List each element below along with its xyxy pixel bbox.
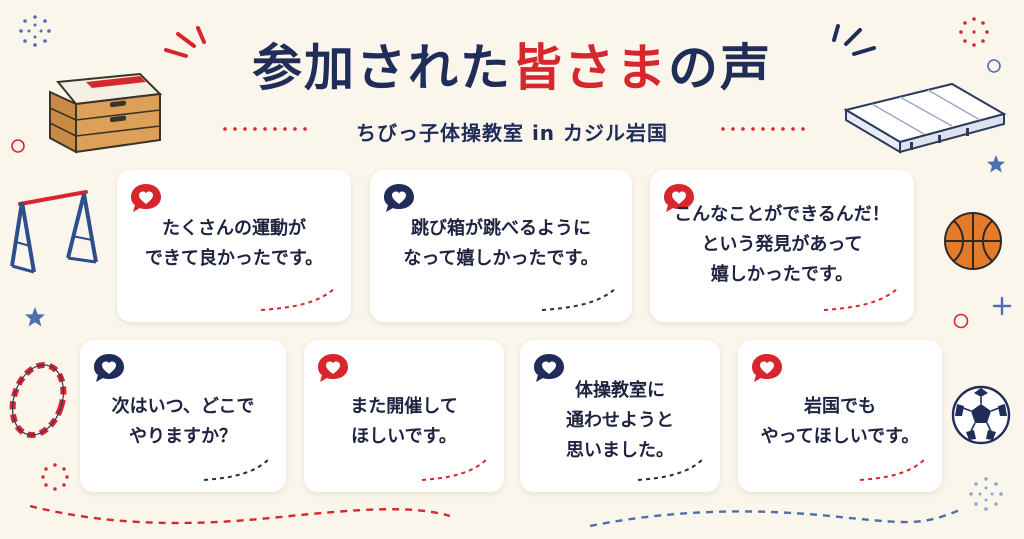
dot-burst-bottom-right: [969, 477, 1003, 511]
testimonial-card: また開催してほしいです。: [304, 340, 504, 492]
testimonial-line: また開催して: [350, 396, 458, 417]
hula-hoop-icon: [9, 361, 67, 439]
testimonial-card: たくさんの運動ができて良かったです。: [117, 170, 351, 322]
dashed-tail: [541, 287, 617, 311]
heart-bubble-icon: [94, 354, 124, 382]
subtitle-dots-left: [220, 127, 310, 131]
star-icon: [25, 307, 45, 327]
testimonial-text: こんなことができるんだ！ という発見があって嬉しかったです。: [650, 200, 914, 290]
testimonial-line: 通わせようと: [566, 410, 674, 431]
testimonial-text: 次はいつ、どこでやりますか？: [80, 392, 286, 452]
title-part-3: の声: [668, 39, 772, 97]
plus-icon: [992, 296, 1012, 316]
dot-burst-bottom-left: [41, 463, 69, 491]
dot-burst-top-right: [959, 17, 989, 47]
ring-icon: [987, 59, 1001, 73]
page-title: 参加された皆さまの声: [0, 28, 1024, 100]
testimonial-card: 岩国でもやってほしいです。: [738, 340, 942, 492]
heart-bubble-icon: [534, 354, 564, 382]
star-icon: [987, 155, 1005, 173]
testimonial-line: 思いました。: [566, 440, 674, 461]
subtitle-dots-right: [718, 127, 808, 131]
accent-strokes-left: [164, 26, 206, 58]
dashed-tail: [823, 287, 899, 311]
ring-icon: [953, 313, 969, 329]
dot-burst-top-left: [19, 15, 51, 47]
testimonial-text: 岩国でもやってほしいです。: [738, 392, 942, 452]
heart-bubble-icon: [131, 184, 161, 212]
basketball-icon: [944, 212, 1002, 270]
heart-bubble-icon: [384, 184, 414, 212]
title-part-2: 皆さま: [512, 39, 668, 97]
testimonial-card: 次はいつ、どこでやりますか？: [80, 340, 286, 492]
horizontal-bar-icon: [10, 190, 98, 274]
heart-bubble-icon: [664, 184, 694, 212]
testimonial-line: やりますか？: [129, 426, 237, 447]
testimonial-text: 体操教室に通わせようと思いました。: [520, 376, 720, 466]
soccer-ball-icon: [951, 385, 1011, 445]
testimonial-line: やってほしいです。: [760, 426, 920, 447]
testimonial-line: 体操教室に: [575, 380, 665, 401]
vaulting-box-icon: [49, 72, 163, 154]
testimonial-line: こんなことができるんだ！: [674, 204, 890, 225]
ring-icon: [11, 139, 25, 153]
testimonial-line: 跳び箱が跳べるように: [411, 218, 591, 239]
dashed-tail: [637, 457, 705, 481]
accent-strokes-right: [832, 24, 876, 56]
wavy-dash-left: [30, 504, 450, 525]
dashed-tail: [203, 457, 271, 481]
testimonial-line: 嬉しかったです。: [710, 264, 854, 285]
testimonial-text: 跳び箱が跳べるようになって嬉しかったです。: [370, 214, 632, 274]
testimonial-card: 跳び箱が跳べるようになって嬉しかったです。: [370, 170, 632, 322]
wavy-dash-right: [590, 508, 960, 528]
gym-mat-icon: [843, 82, 1007, 154]
title-part-1: 参加された: [252, 39, 512, 97]
testimonial-line: たくさんの運動が: [162, 218, 306, 239]
testimonial-card: 体操教室に通わせようと思いました。: [520, 340, 720, 492]
dashed-tail: [859, 457, 927, 481]
subtitle: ちびっ子体操教室 in カジル岩国: [355, 121, 669, 145]
testimonial-line: という発見があって: [701, 234, 863, 255]
testimonial-line: 岩国でも: [804, 396, 876, 417]
testimonial-text: また開催してほしいです。: [304, 392, 504, 452]
testimonial-line: なって嬉しかったです。: [403, 248, 599, 269]
dashed-tail: [421, 457, 489, 481]
testimonial-line: 次はいつ、どこで: [111, 396, 255, 417]
testimonial-line: ほしいです。: [351, 426, 457, 447]
testimonial-line: できて良かったです。: [144, 248, 324, 269]
heart-bubble-icon: [752, 354, 782, 382]
testimonial-text: たくさんの運動ができて良かったです。: [117, 214, 351, 274]
testimonial-card: こんなことができるんだ！ という発見があって嬉しかったです。: [650, 170, 914, 322]
heart-bubble-icon: [318, 354, 348, 382]
dashed-tail: [260, 287, 336, 311]
